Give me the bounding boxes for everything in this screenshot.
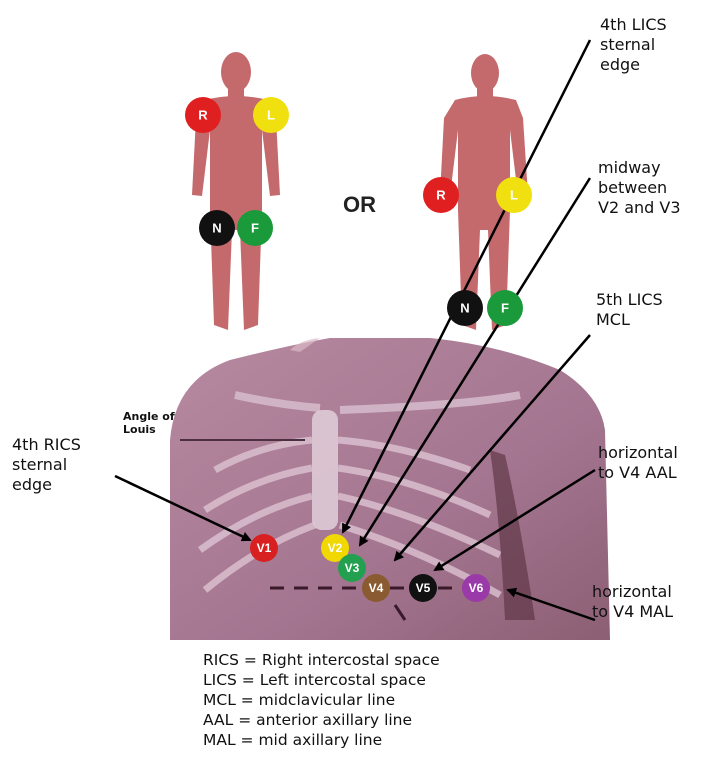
left-fig-electrode-l: L [253,97,289,133]
right-fig-electrode-f: F [487,290,523,326]
legend-item: LICS = Left intercostal space [203,670,440,690]
angle-of-louis-label: Angle of Louis [123,410,175,436]
left-fig-electrode-r: R [185,97,221,133]
annotation-v2: 4th LICS sternal edge [600,15,667,75]
left-fig-electrode-f-label: F [251,221,259,236]
left-fig-electrode-r-label: R [198,108,208,123]
electrode-v3: V3 [338,554,366,582]
right-fig-electrode-n-label: N [460,301,469,316]
left-fig-electrode-n-label: N [212,221,221,236]
right-fig-electrode-r-label: R [436,188,446,203]
left-fig-electrode-n: N [199,210,235,246]
abbreviation-legend: RICS = Right intercostal space LICS = Le… [203,650,440,750]
right-fig-electrode-l: L [496,177,532,213]
electrode-v1: V1 [250,534,278,562]
electrode-v4-label: V4 [369,581,384,595]
electrode-v5-label: V5 [416,581,431,595]
electrode-v6: V6 [462,574,490,602]
electrode-v4: V4 [362,574,390,602]
left-body-figure [192,52,280,330]
legend-item: MAL = mid axillary line [203,730,440,750]
annotation-v5: horizontal to V4 AAL [598,443,678,483]
or-label: OR [343,192,376,218]
legend-item: AAL = anterior axillary line [203,710,440,730]
left-fig-electrode-f: F [237,210,273,246]
annotation-v6: horizontal to V4 MAL [592,582,673,622]
right-fig-electrode-f-label: F [501,301,509,316]
left-fig-electrode-l-label: L [267,108,275,123]
legend-item: MCL = midclavicular line [203,690,440,710]
electrode-v5: V5 [409,574,437,602]
right-fig-electrode-n: N [447,290,483,326]
electrode-v3-label: V3 [345,561,360,575]
electrode-v6-label: V6 [469,581,484,595]
annotation-v1: 4th RICS sternal edge [12,435,81,495]
legend-item: RICS = Right intercostal space [203,650,440,670]
chest-illustration [170,338,610,640]
right-fig-electrode-r: R [423,177,459,213]
electrode-v2-label: V2 [328,541,343,555]
annotation-v4: 5th LICS MCL [596,290,663,330]
electrode-v1-label: V1 [257,541,272,555]
right-fig-electrode-l-label: L [510,188,518,203]
annotation-v3: midway between V2 and V3 [598,158,681,218]
